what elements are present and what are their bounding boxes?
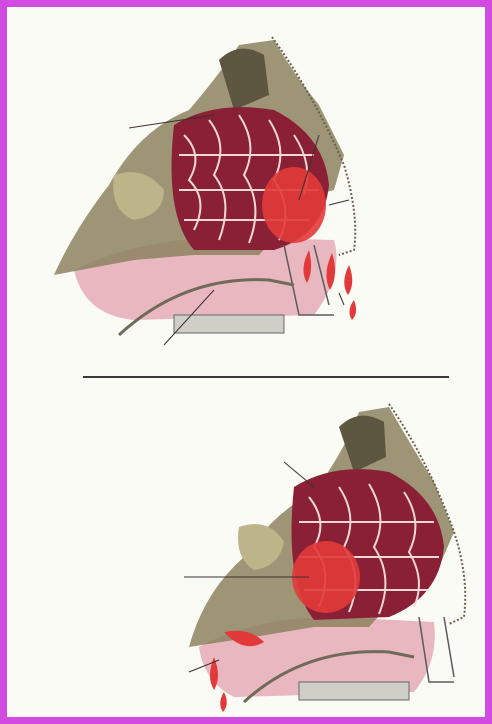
nasal-cavity-diagram-top	[14, 15, 492, 365]
top-illustration	[14, 15, 492, 365]
bottom-illustration	[14, 392, 492, 717]
section-divider	[83, 376, 449, 378]
nasal-cavity-diagram-bottom	[14, 392, 492, 717]
